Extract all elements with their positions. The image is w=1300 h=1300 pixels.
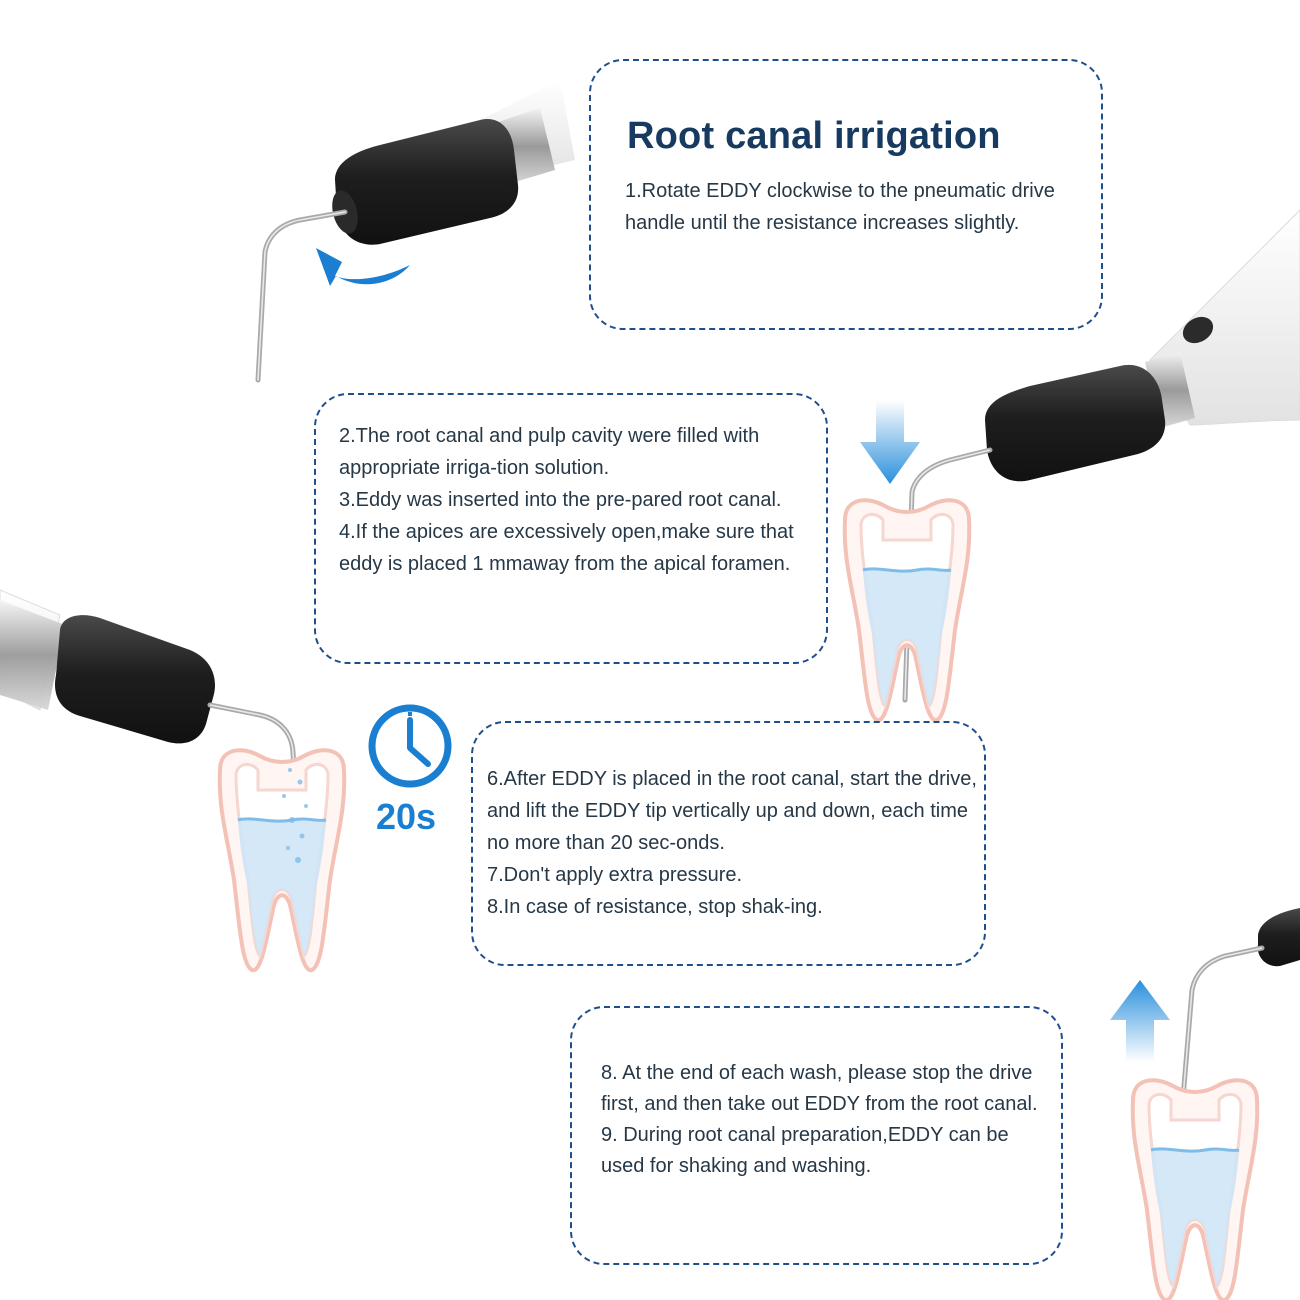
step-1-text: 1.Rotate EDDY clockwise to the pneumatic… [625, 180, 1055, 234]
page-title: Root canal irrigation [627, 115, 1001, 157]
arrow-up-icon [1110, 980, 1170, 1062]
steps-6-8-card: 6.After EDDY is placed in the root canal… [471, 721, 986, 966]
handpiece-1 [255, 80, 575, 383]
step-7-text: 7.Don't apply extra pressure. [487, 864, 743, 886]
step-3-text: 3.Eddy was inserted into the pre-pared r… [339, 489, 782, 511]
step-8-text: 8.In case of resistance, stop shak-ing. [487, 896, 823, 918]
step1-card: Root canal irrigation 1.Rotate EDDY cloc… [589, 59, 1103, 330]
handpiece-3 [0, 589, 347, 973]
timer-label: 20s [376, 796, 437, 837]
clock-icon [368, 704, 452, 788]
handpiece-2 [842, 209, 1300, 723]
step-6-text: 6.After EDDY is placed in the root canal… [487, 768, 977, 854]
handpiece-4 [1110, 908, 1300, 1300]
step-9-text: 9. During root canal preparation,EDDY ca… [601, 1124, 1009, 1177]
steps-2-4-card: 2.The root canal and pulp cavity were fi… [314, 393, 828, 664]
step-2-text: 2.The root canal and pulp cavity were fi… [339, 425, 760, 479]
curved-arrow-icon [316, 248, 410, 286]
step-8b-text: 8. At the end of each wash, please stop … [601, 1062, 1038, 1115]
steps-8-9-card: 8. At the end of each wash, please stop … [570, 1006, 1063, 1265]
step-4-text: 4.If the apices are excessively open,mak… [339, 521, 794, 575]
arrow-down-icon [860, 400, 920, 484]
